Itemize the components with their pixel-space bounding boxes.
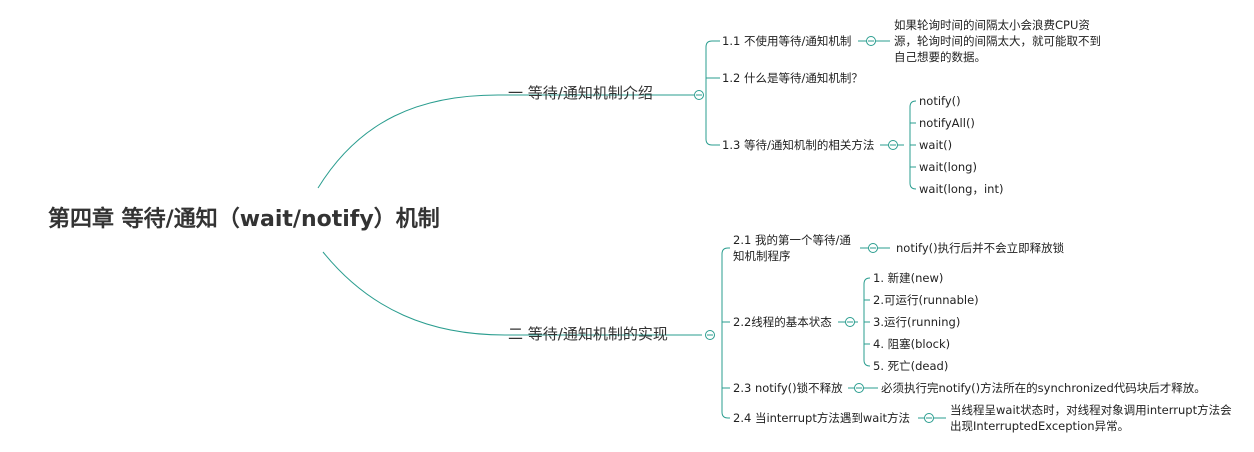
toggle-13[interactable]: [888, 140, 898, 150]
toggle-24[interactable]: [924, 413, 934, 423]
state-dead[interactable]: 5. 死亡(dead): [873, 359, 949, 373]
toggle-22[interactable]: [845, 317, 855, 327]
topic-2-4[interactable]: 2.4 当interrupt方法遇到wait方法: [733, 411, 911, 425]
branch1-topic[interactable]: 一 等待/通知机制介绍: [508, 84, 653, 102]
state-block[interactable]: 4. 阻塞(block): [873, 337, 951, 351]
note-2-4: 当线程呈wait状态时，对线程对象调用interrupt方法会出现Interru…: [950, 403, 1232, 433]
method-wait[interactable]: wait(): [919, 138, 953, 152]
branch2-topic[interactable]: 二 等待/通知机制的实现: [508, 325, 668, 343]
method-notify[interactable]: notify(): [919, 94, 961, 108]
toggle-branch2[interactable]: [705, 330, 715, 340]
topic-1-1[interactable]: 1.1 不使用等待/通知机制: [722, 34, 852, 48]
root-topic[interactable]: 第四章 等待/通知（wait/notify）机制: [48, 207, 440, 232]
method-wait-long-int[interactable]: wait(long，int): [919, 182, 1004, 196]
method-notifyall[interactable]: notifyAll(): [919, 116, 975, 130]
topic-1-3[interactable]: 1.3 等待/通知机制的相关方法: [722, 138, 875, 152]
method-wait-long[interactable]: wait(long): [919, 160, 977, 174]
root-to-branch2-curve: [322, 251, 702, 336]
toggle-23[interactable]: [854, 383, 864, 393]
state-running[interactable]: 3.运行(running): [873, 315, 961, 329]
note-1-1: 如果轮询时间的间隔太小会浪费CPU资源，轮询时间的间隔太大，就可能取不到自己想要…: [894, 18, 1101, 64]
root-to-branch1-curve: [317, 94, 694, 189]
note-2-1: notify()执行后并不会立即释放锁: [896, 241, 1065, 255]
branch1-spine: [705, 40, 713, 146]
toggle-branch1[interactable]: [694, 90, 704, 100]
topic-1-2[interactable]: 1.2 什么是等待/通知机制？: [722, 71, 863, 85]
topic-2-2[interactable]: 2.2线程的基本状态: [733, 315, 832, 329]
branch2-spine: [721, 247, 729, 419]
topic-2-3[interactable]: 2.3 notify()锁不释放: [733, 381, 843, 395]
state-runnable[interactable]: 2.可运行(runnable): [873, 293, 979, 307]
state-new[interactable]: 1. 新建(new): [873, 271, 944, 285]
toggle-11[interactable]: [866, 36, 876, 46]
topic-2-1[interactable]: 2.1 我的第一个等待/通知机制程序: [733, 233, 851, 263]
note-2-3: 必须执行完notify()方法所在的synchronized代码块后才释放。: [881, 381, 1206, 395]
toggle-21[interactable]: [868, 243, 878, 253]
